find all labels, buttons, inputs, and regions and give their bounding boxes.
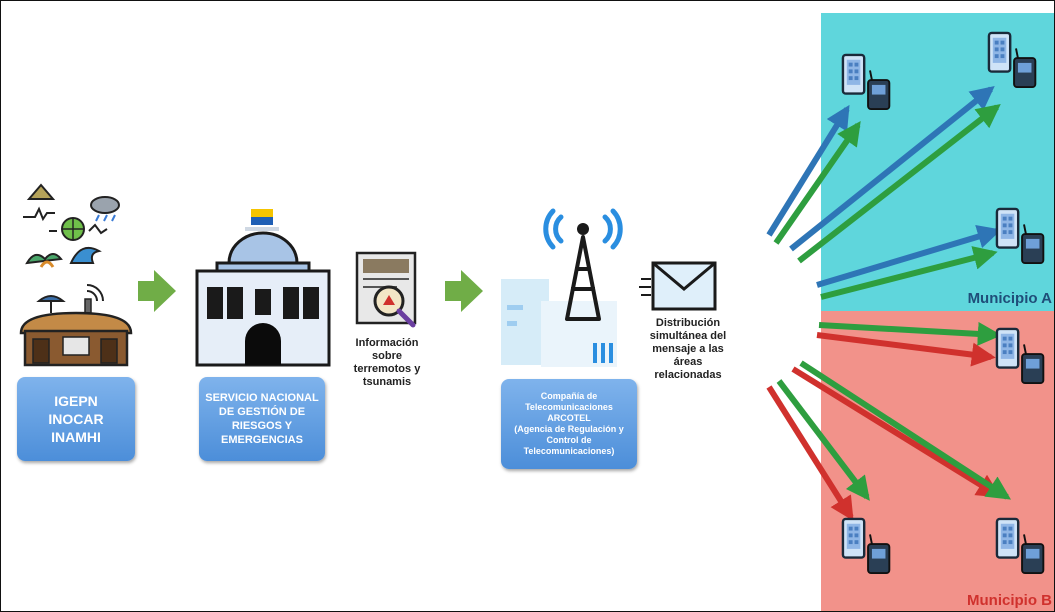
mobile-device-icon xyxy=(995,207,1045,265)
agency-label: SERVICIO NACIONAL DE GESTIÓN DE RIESGOS … xyxy=(205,392,319,446)
government-building-icon xyxy=(195,209,331,367)
sources-box: IGEPN INOCAR INAMHI xyxy=(17,377,135,461)
agency-box: SERVICIO NACIONAL DE GESTIÓN DE RIESGOS … xyxy=(199,377,325,461)
flow-arrow-2 xyxy=(445,270,483,312)
hazard-monitoring-icon xyxy=(23,183,120,268)
municipio-a-label: Municipio A xyxy=(967,290,1052,307)
telecom-label: Compañía de Telecomunicaciones ARCOTEL (… xyxy=(514,391,624,456)
mobile-device-icon xyxy=(995,517,1045,575)
document-search-icon xyxy=(355,251,417,328)
flow-arrow-1 xyxy=(138,270,176,312)
mobile-device-icon xyxy=(987,31,1037,89)
telecom-tower-icon xyxy=(501,208,623,367)
envelope-icon xyxy=(639,261,717,311)
info-caption: Información sobre terremotos y tsunamis xyxy=(353,337,421,388)
mobile-device-icon xyxy=(841,517,891,575)
sources-label: IGEPN INOCAR INAMHI xyxy=(48,393,104,445)
distribution-arrows xyxy=(766,86,1012,522)
mobile-device-icon xyxy=(841,53,891,111)
telecom-box: Compañía de Telecomunicaciones ARCOTEL (… xyxy=(501,379,637,469)
municipio-b-label: Municipio B xyxy=(967,592,1052,609)
observatory-icon xyxy=(19,284,133,367)
distribution-caption: Distribución simultánea del mensaje a la… xyxy=(649,317,727,381)
mobile-device-icon xyxy=(995,327,1045,385)
